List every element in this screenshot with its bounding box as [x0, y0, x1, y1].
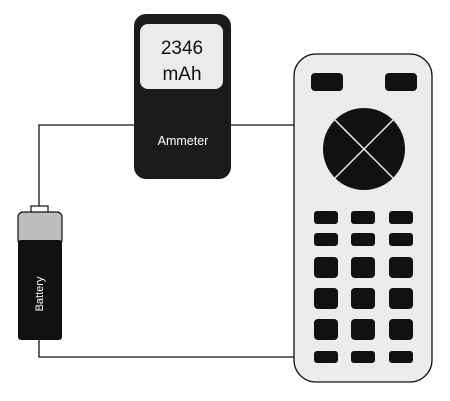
remote-button[interactable] [314, 319, 338, 340]
wire-battery-to-ammeter [38, 124, 134, 210]
wire-battery-to-remote [38, 340, 294, 358]
remote-button[interactable] [314, 211, 338, 224]
ammeter: 2346 mAh Ammeter [134, 14, 231, 179]
remote-button[interactable] [351, 211, 375, 224]
remote-dpad[interactable] [323, 108, 405, 190]
remote-button[interactable] [351, 351, 375, 363]
battery-body [18, 240, 62, 340]
remote-button[interactable] [314, 257, 338, 278]
remote-button[interactable] [314, 233, 338, 246]
remote-button[interactable] [389, 257, 413, 278]
remote-button[interactable] [389, 319, 413, 340]
remote-button[interactable] [389, 233, 413, 246]
ammeter-screen [140, 24, 223, 89]
remote-button[interactable] [314, 351, 338, 363]
remote-control [293, 53, 433, 383]
remote-button[interactable] [389, 351, 413, 363]
remote-button[interactable] [351, 288, 375, 309]
remote-button[interactable] [351, 319, 375, 340]
remote-top-button-right[interactable] [385, 73, 417, 91]
remote-button-grid [314, 211, 413, 363]
remote-button[interactable] [314, 288, 338, 309]
ammeter-reading-value: 2346 [161, 38, 203, 59]
remote-top-button-left[interactable] [311, 73, 343, 91]
wires [38, 124, 294, 358]
remote-button[interactable] [389, 211, 413, 224]
ammeter-label: Ammeter [158, 134, 209, 148]
remote-button[interactable] [389, 288, 413, 309]
cross-icon [334, 119, 394, 179]
battery-label: Battery [34, 276, 46, 311]
remote-button[interactable] [351, 257, 375, 278]
battery: Battery [17, 205, 63, 340]
ammeter-reading-unit: mAh [162, 64, 201, 85]
remote-button[interactable] [351, 233, 375, 246]
